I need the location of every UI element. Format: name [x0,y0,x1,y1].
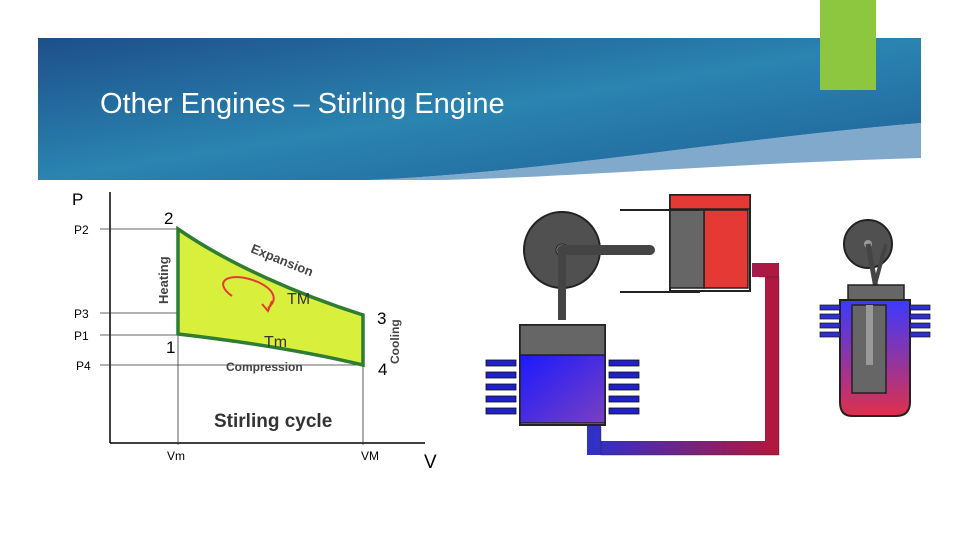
hot-temp-label: TM [287,291,310,308]
point-4: 4 [378,360,387,379]
p-axis-label: P [72,190,83,209]
vm-label: Vm [167,449,185,463]
title-banner [38,38,921,180]
compression-label: Compression [226,360,303,374]
cycle-caption: Stirling cycle [214,411,332,432]
cold-temp-label: Tm [264,334,287,351]
hot-piston [669,209,705,289]
p3-label: P3 [74,307,89,321]
cooling-fins [485,359,640,415]
cycle-area [176,225,365,368]
cooling-label: Cooling [388,319,402,364]
v-axis-label: V [424,452,437,473]
heating-label: Heating [156,256,171,304]
cold-space [519,354,606,424]
p2-label: P2 [74,223,89,237]
point-3: 3 [377,309,386,328]
point-2: 2 [164,209,173,228]
vmax-label: VM [361,449,379,463]
slide-title: Other Engines – Stirling Engine [100,88,505,120]
cold-piston [519,324,606,356]
accent-bar [820,0,876,90]
displacer-engine [819,219,931,417]
p4-label: P4 [76,359,91,373]
two-cylinder-engine [485,194,780,456]
hot-space [703,209,749,289]
cycle-direction-arrow [222,276,275,309]
point-1: 1 [166,338,175,357]
pv-diagram: P V P2 P3 P1 P4 2 1 3 4 Heating Expansio… [72,190,437,473]
p1-label: P1 [74,329,89,343]
